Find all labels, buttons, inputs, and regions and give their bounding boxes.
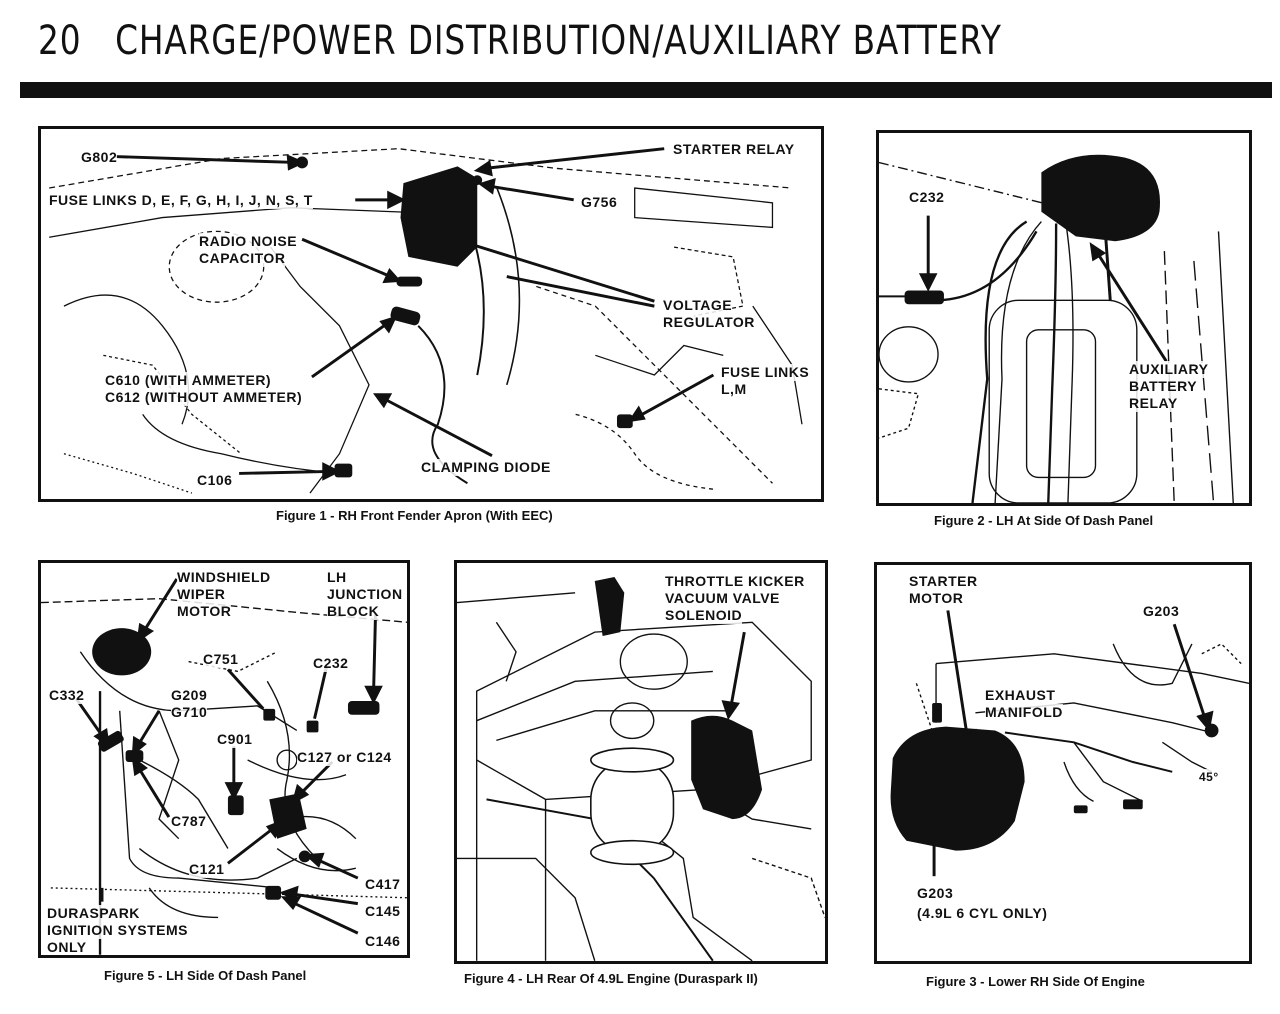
label-tk-1: THROTTLE KICKER (665, 573, 805, 590)
label-fuse-links-lm-2: L,M (721, 381, 747, 398)
label-exhaust-2: MANIFOLD (985, 704, 1063, 721)
label-starter-relay: STARTER RELAY (673, 141, 795, 158)
figure-3-caption: Figure 3 - Lower RH Side Of Engine (926, 974, 1145, 989)
label-voltage: VOLTAGE (663, 297, 733, 314)
label-c232-fig2: C232 (909, 189, 945, 206)
label-c127: C127 or C124 (297, 749, 392, 766)
figure-5-caption: Figure 5 - LH Side Of Dash Panel (104, 968, 307, 983)
c417-connector (298, 850, 311, 863)
label-c332: C332 (49, 687, 85, 704)
label-lh-1: LH (327, 569, 347, 586)
figure-1-caption: Figure 1 - RH Front Fender Apron (With E… (276, 508, 553, 523)
label-g203-top: G203 (1143, 603, 1180, 620)
label-angle: 45° (1199, 769, 1219, 786)
c332-connector (97, 730, 124, 752)
label-c612: C612 (WITHOUT AMMETER) (105, 389, 303, 406)
label-g710: G710 (171, 704, 208, 721)
label-g802: G802 (81, 149, 118, 166)
label-c417: C417 (365, 876, 401, 893)
bolt-1 (1073, 805, 1088, 814)
label-lh-3: BLOCK (327, 603, 380, 620)
g203-bolt (932, 702, 942, 723)
c145-connector (265, 885, 282, 900)
label-radio-noise: RADIO NOISE (199, 233, 298, 250)
c751-connector (263, 708, 276, 721)
figure-4-caption: Figure 4 - LH Rear Of 4.9L Engine (Duras… (464, 971, 758, 986)
starter-motor (890, 726, 1025, 851)
label-c106: C106 (197, 472, 233, 489)
label-regulator: REGULATOR (663, 314, 755, 331)
label-c232-fig5: C232 (313, 655, 349, 672)
figure-5-drawing (41, 578, 407, 955)
label-aux-1: AUXILIARY (1129, 361, 1209, 378)
label-wiper-2: WIPER (177, 586, 226, 603)
c787-connector (125, 750, 144, 762)
aux-battery-relay (1041, 154, 1160, 242)
label-aux-2: BATTERY (1129, 378, 1198, 395)
label-tk-2: VACUUM VALVE (665, 590, 780, 607)
c901-connector (227, 795, 244, 816)
title-rule (20, 82, 1272, 98)
c610-connector (390, 306, 421, 326)
figure-2-drawing (879, 154, 1234, 503)
figure-5-panel: WINDSHIELD WIPER MOTOR LH JUNCTION BLOCK… (38, 560, 410, 958)
label-wiper-1: WINDSHIELD (177, 569, 271, 586)
radio-capacitor (396, 276, 423, 287)
label-c787: C787 (171, 813, 207, 830)
label-clamping-diode: CLAMPING DIODE (421, 459, 551, 476)
figure-1-panel: G802 STARTER RELAY FUSE LINKS D, E, F, G… (38, 126, 824, 502)
label-dura-1: DURASPARK (47, 905, 140, 922)
label-c751: C751 (203, 651, 239, 668)
c232-connector (904, 290, 944, 305)
figure-4-panel: THROTTLE KICKER VACUUM VALVE SOLENOID (454, 560, 828, 964)
label-tk-3: SOLENOID (665, 607, 743, 624)
label-cyl: (4.9L 6 CYL ONLY) (917, 905, 1048, 922)
fuse-link-lm (616, 414, 633, 429)
label-capacitor: CAPACITOR (199, 250, 286, 267)
wiper-motor (92, 628, 152, 676)
label-c145: C145 (365, 903, 401, 920)
label-fuse-links-lm-1: FUSE LINKS (721, 364, 810, 381)
label-c610: C610 (WITH AMMETER) (105, 372, 272, 389)
figure-4-drawing (457, 577, 825, 961)
label-g209: G209 (171, 687, 208, 704)
page-number: 20 (38, 18, 82, 64)
page-heading: CHARGE/POWER DISTRIBUTION/AUXILIARY BATT… (115, 18, 1002, 64)
g756-ground (472, 175, 483, 186)
label-fuse-links: FUSE LINKS D, E, F, G, H, I, J, N, S, T (49, 192, 313, 209)
label-starter-2: MOTOR (909, 590, 964, 607)
bolt-2 (1123, 799, 1143, 810)
label-starter-1: STARTER (909, 573, 978, 590)
c232-wire-end (306, 720, 319, 733)
label-dura-2: IGNITION SYSTEMS (47, 922, 189, 939)
figure-2-caption: Figure 2 - LH At Side Of Dash Panel (934, 513, 1154, 528)
label-g756: G756 (581, 194, 618, 211)
page-title: 20 CHARGE/POWER DISTRIBUTION/AUXILIARY B… (38, 18, 1002, 64)
c232-fig5-connector (347, 700, 380, 715)
c106-connector (334, 463, 353, 478)
label-aux-3: RELAY (1129, 395, 1178, 412)
starter-relay (400, 166, 478, 267)
vacuum-hose-top (594, 577, 625, 637)
figure-3-drawing (890, 610, 1249, 877)
label-g203-bottom: G203 (917, 885, 954, 902)
label-dura-3: ONLY (47, 939, 87, 955)
label-c146: C146 (365, 933, 401, 950)
label-c121: C121 (189, 861, 225, 878)
figure-3-panel: STARTER MOTOR G203 EXHAUST MANIFOLD 45° … (874, 562, 1252, 964)
label-exhaust-1: EXHAUST (985, 687, 1056, 704)
label-wiper-3: MOTOR (177, 603, 232, 620)
figure-2-panel: C232 AUXILIARY BATTERY RELAY (876, 130, 1252, 506)
label-lh-2: JUNCTION (327, 586, 403, 603)
label-c901: C901 (217, 731, 253, 748)
throttle-kicker-solenoid (691, 715, 763, 820)
